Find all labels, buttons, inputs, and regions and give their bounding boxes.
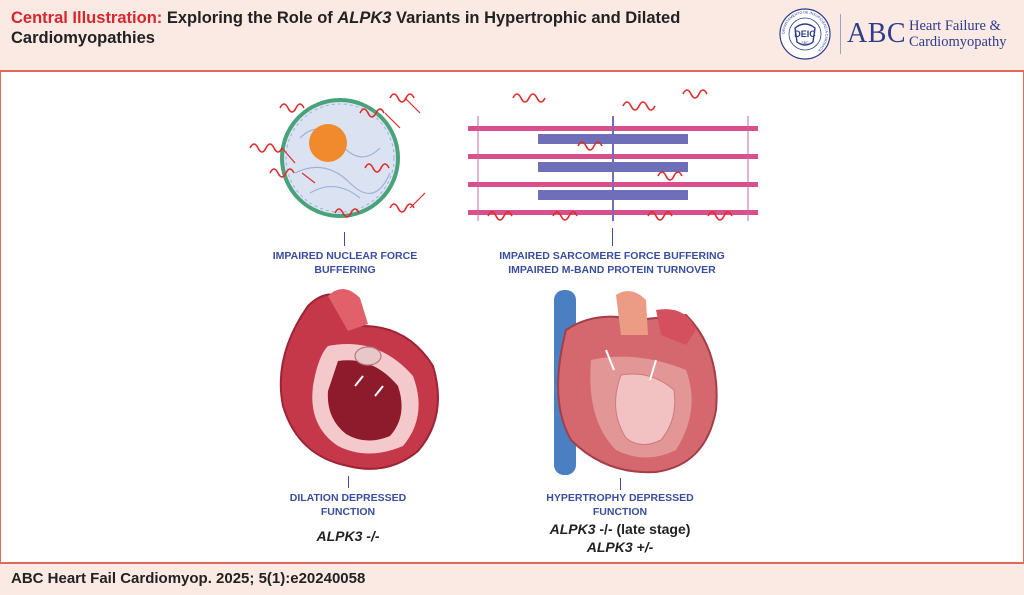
nucleus-label: IMPAIRED NUCLEAR FORCE BUFFERING [245, 249, 445, 277]
dilated-label: DILATION DEPRESSED FUNCTION [250, 491, 446, 519]
sarcomere-filaments [468, 116, 758, 221]
nucleus-label-line-2: BUFFERING [314, 264, 376, 276]
figure-title: Central Illustration: Exploring the Role… [11, 8, 731, 48]
logo-line-1: Heart Failure & [909, 18, 1001, 34]
deic-seal-text: DEIC [794, 29, 816, 39]
dilated-heart-illustration [279, 288, 439, 470]
sarcomere-label-line-1: IMPAIRED SARCOMERE FORCE BUFFERING [499, 250, 725, 262]
hyper-label-stem [620, 478, 621, 490]
nucleus-label-line-1: IMPAIRED NUCLEAR FORCE [272, 250, 418, 262]
nucleus-label-stem [344, 232, 345, 246]
dilated-label-line-2: FUNCTION [320, 506, 376, 518]
sarcomere-label-line-2: IMPAIRED M-BAND PROTEIN TURNOVER [508, 264, 716, 276]
sarcomere-protein-coils [487, 89, 733, 221]
sarcomere-label: IMPAIRED SARCOMERE FORCE BUFFERING IMPAI… [472, 249, 752, 277]
footer-banner: ABC Heart Fail Cardiomyop. 2025; 5(1):e2… [0, 562, 1024, 595]
logo-subtitle: Heart Failure & Cardiomyopathy [909, 18, 1006, 50]
hyper-genotype: ALPK3 -/- (late stage) ALPK3 +/- [510, 520, 730, 556]
logo-line-2: Cardiomyopathy [909, 34, 1007, 50]
sarcomere-illustration [468, 89, 758, 221]
hyper-label: HYPERTROPHY DEPRESSED FUNCTION [520, 491, 720, 519]
title-part1: Exploring the Role of [162, 9, 338, 27]
nucleus-illustration [249, 93, 426, 218]
header-banner: Central Illustration: Exploring the Role… [0, 0, 1024, 72]
citation: ABC Heart Fail Cardiomyop. 2025; 5(1):e2… [11, 570, 366, 587]
hyper-genotype-line-2: ALPK3 +/- [586, 539, 654, 555]
deic-seal-icon: DEIC SBC DEPARTAMENTO DE INSUFICIÊNCIA C… [779, 8, 831, 60]
sarcomere-label-stem [612, 228, 613, 246]
dilated-label-line-1: DILATION DEPRESSED [289, 492, 407, 504]
logo-separator [840, 14, 841, 54]
hyper-label-line-1: HYPERTROPHY DEPRESSED [546, 492, 694, 504]
dilated-label-stem [348, 476, 349, 488]
journal-logo: DEIC SBC DEPARTAMENTO DE INSUFICIÊNCIA C… [779, 8, 1019, 62]
hyper-genotype-line-1: ALPK3 -/- (late stage) [510, 520, 730, 538]
nucleus-arrows [281, 97, 426, 209]
hyper-label-line-2: FUNCTION [592, 506, 648, 518]
title-prefix: Central Illustration: [11, 9, 163, 27]
title-part2: Variants in Hypertrophic and Dilated Car… [11, 9, 681, 47]
hypertrophic-heart-illustration [554, 290, 718, 475]
hyper-genotype-stage: -/- (late stage) [595, 521, 691, 537]
svg-text:SBC: SBC [801, 41, 809, 45]
hyper-genotype-gene: ALPK3 [549, 521, 596, 537]
logo-abc: ABC [847, 18, 907, 49]
dilated-genotype: ALPK3 -/- [316, 528, 380, 544]
nucleus-protein-coils [249, 93, 415, 218]
title-gene: ALPK3 [337, 9, 392, 27]
